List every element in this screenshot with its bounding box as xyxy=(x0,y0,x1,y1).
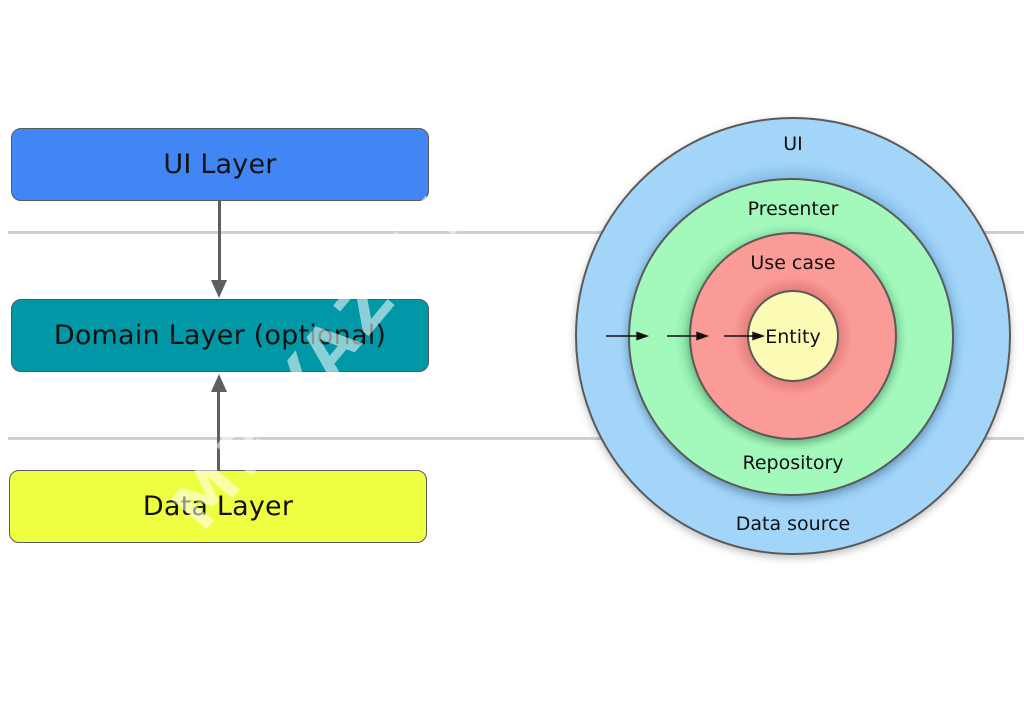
ui-layer-box: UI Layer xyxy=(11,128,429,201)
ui-to-domain-connector xyxy=(218,201,221,283)
divider-line-bottom xyxy=(8,437,1024,440)
label-repository: Repository xyxy=(742,452,843,474)
label-entity: Entity xyxy=(765,326,820,348)
arrow-down-icon xyxy=(211,280,227,298)
arrow-right-icon xyxy=(724,331,766,341)
data-to-domain-connector xyxy=(217,390,220,472)
data-layer-label: Data Layer xyxy=(142,491,294,522)
arrow-right-icon xyxy=(667,331,710,341)
dependency-arrows xyxy=(606,331,766,341)
arrow-right-icon xyxy=(606,331,650,341)
domain-layer-box: Domain Layer (optional) xyxy=(11,299,429,372)
label-data-source: Data source xyxy=(736,513,851,535)
data-layer-box: Data Layer xyxy=(9,470,427,543)
domain-layer-label: Domain Layer (optional) xyxy=(53,320,387,351)
label-presenter: Presenter xyxy=(748,198,839,220)
arrow-up-icon xyxy=(211,374,227,392)
ui-layer-label: UI Layer xyxy=(163,149,277,180)
divider-line-top xyxy=(8,231,1024,234)
label-use-case: Use case xyxy=(750,252,835,274)
label-ui: UI xyxy=(783,133,803,155)
